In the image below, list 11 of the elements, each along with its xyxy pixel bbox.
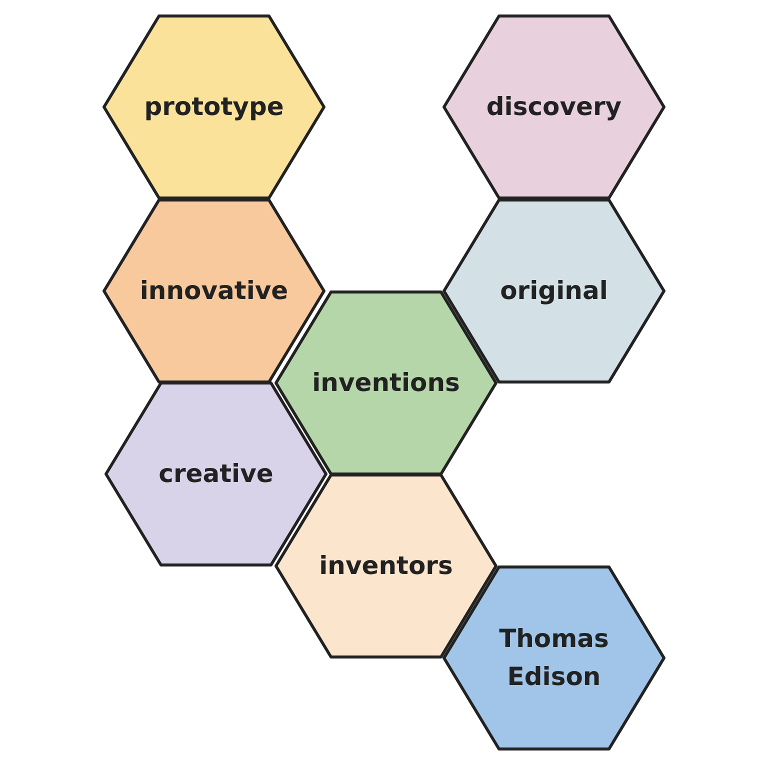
hexagon-tile bbox=[442, 14, 666, 200]
word-label: discovery bbox=[485, 91, 623, 123]
hexagon-tile bbox=[274, 473, 498, 659]
word-label: original bbox=[499, 275, 609, 307]
word-label: Thomas Edison bbox=[498, 623, 610, 693]
hexagon-tile bbox=[102, 14, 326, 200]
word-label: prototype bbox=[143, 91, 285, 123]
word-label: inventors bbox=[318, 550, 454, 582]
word-label: inventions bbox=[311, 367, 461, 399]
word-label: innovative bbox=[139, 275, 289, 307]
word-label: creative bbox=[158, 458, 274, 490]
